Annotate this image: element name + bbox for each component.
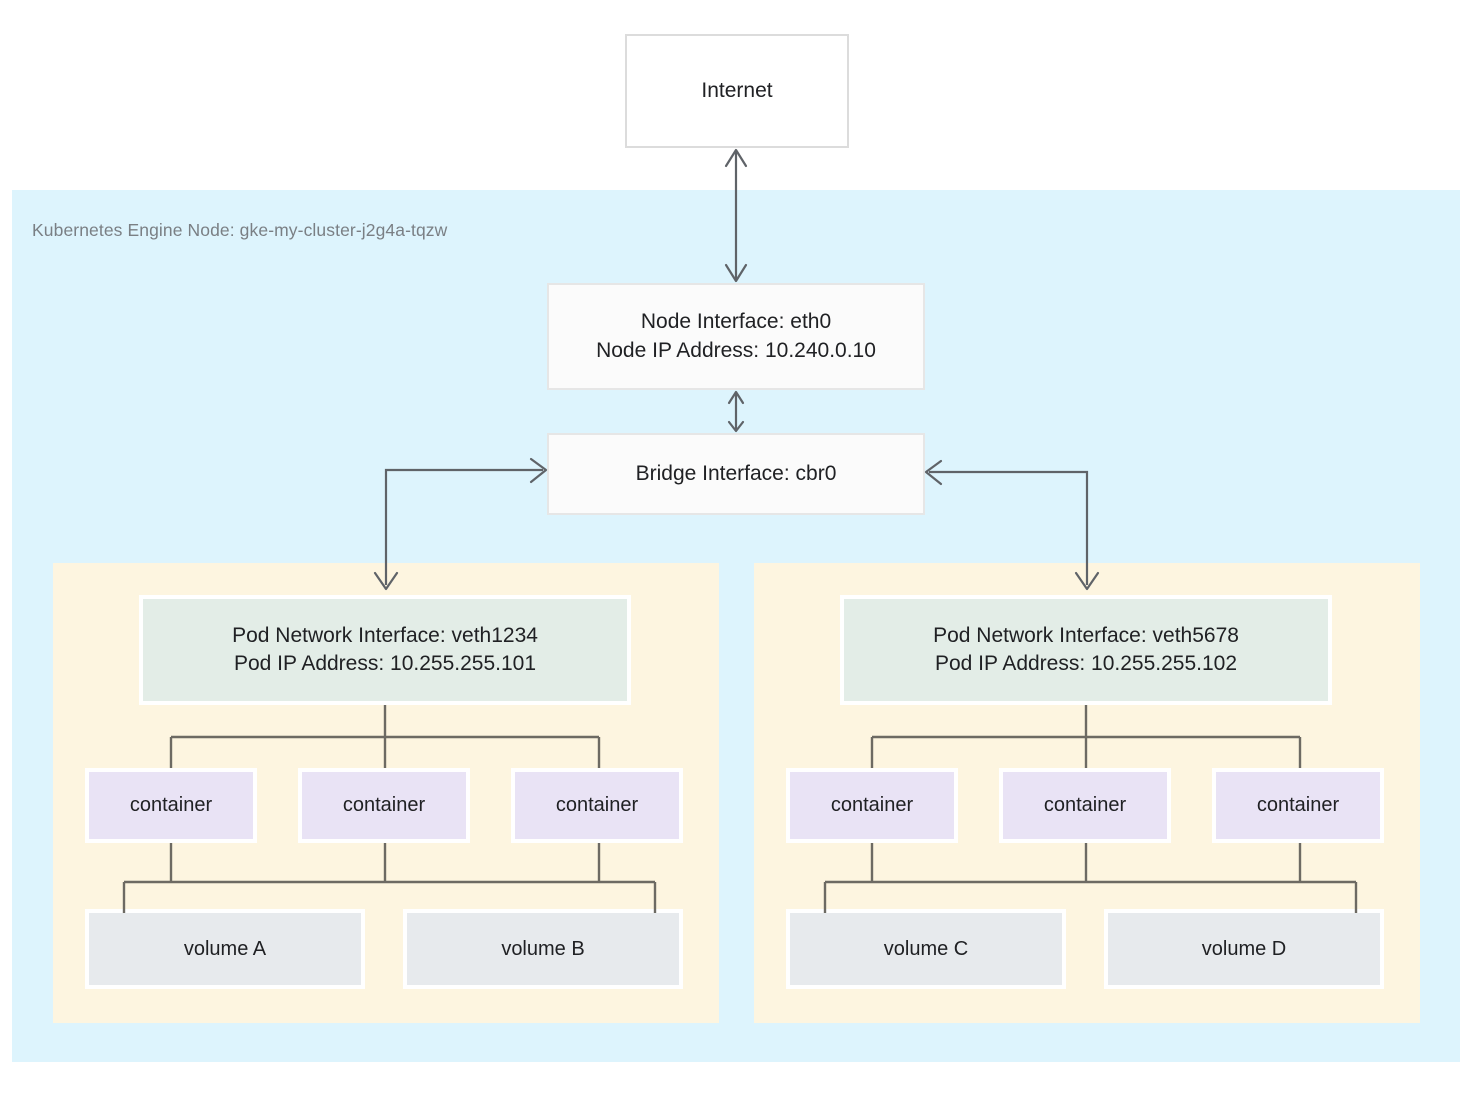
container-right-2: container [999, 768, 1171, 843]
volume-d: volume D [1104, 909, 1384, 989]
pod-network-interface-left: Pod Network Interface: veth1234 Pod IP A… [139, 595, 631, 705]
volume-c: volume C [786, 909, 1066, 989]
volume-b-label: volume B [501, 937, 585, 960]
pod-interface-left-line2: Pod IP Address: 10.255.255.101 [233, 652, 537, 675]
container-right-3-label: container [1256, 794, 1340, 816]
container-right-1: container [786, 768, 958, 843]
pod-interface-right-line2: Pod IP Address: 10.255.255.102 [934, 652, 1238, 675]
volume-d-label: volume D [1201, 937, 1287, 960]
volume-c-label: volume C [883, 937, 969, 960]
pod-group-left: Pod Network Interface: veth1234 Pod IP A… [53, 563, 719, 1023]
pod-group-right: Pod Network Interface: veth5678 Pod IP A… [754, 563, 1420, 1023]
volume-a-label: volume A [183, 937, 267, 960]
pod-network-interface-right: Pod Network Interface: veth5678 Pod IP A… [840, 595, 1332, 705]
volume-a: volume A [85, 909, 365, 989]
pod-interface-right-line1: Pod Network Interface: veth5678 [933, 623, 1239, 647]
container-left-2-label: container [342, 794, 426, 816]
volume-b: volume B [403, 909, 683, 989]
bridge-interface-label: Bridge Interface: cbr0 [635, 461, 837, 485]
container-left-1: container [85, 768, 257, 843]
bridge-interface-box: Bridge Interface: cbr0 [547, 433, 925, 515]
node-interface-box: Node Interface: eth0 Node IP Address: 10… [547, 283, 925, 390]
internet-node: Internet [625, 34, 849, 148]
pod-interface-left-line1: Pod Network Interface: veth1234 [232, 623, 538, 647]
container-left-2: container [298, 768, 470, 843]
kubernetes-node-label: Kubernetes Engine Node: gke-my-cluster-j… [32, 220, 448, 240]
container-left-3: container [511, 768, 683, 843]
container-right-3: container [1212, 768, 1384, 843]
node-interface-line2: Node IP Address: 10.240.0.10 [596, 338, 876, 362]
container-left-3-label: container [555, 794, 639, 816]
internet-label: Internet [701, 78, 773, 102]
container-left-1-label: container [129, 794, 213, 816]
node-interface-line1: Node Interface: eth0 [640, 310, 832, 334]
container-right-1-label: container [830, 794, 914, 816]
container-right-2-label: container [1043, 794, 1127, 816]
